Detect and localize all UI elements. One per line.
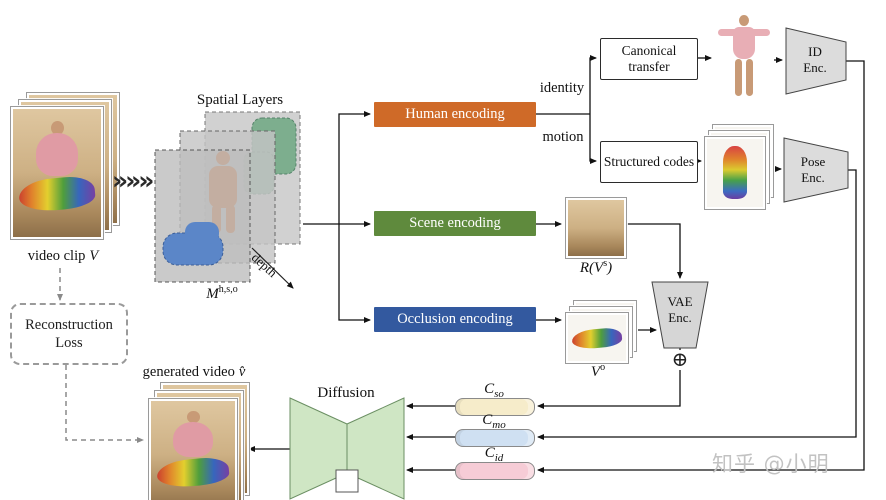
cid-code-bar [455, 462, 535, 480]
human-encoding-bar: Human encoding [374, 102, 536, 127]
dashed-loss-to-generated [65, 365, 144, 443]
canonical-leg [745, 58, 753, 96]
id-encoder-label: ID Enc. [803, 44, 827, 76]
arrow-idenc-to-cid [537, 60, 865, 473]
video-clip-text: video clip [27, 248, 86, 264]
pose-encoder-shape [783, 137, 849, 203]
pose-encoder-label: Pose Enc. [800, 154, 826, 186]
pose-map-figure [722, 145, 748, 199]
occlusion-encoding-label: Occlusion encoding [397, 311, 513, 327]
arrow-to-occlusion-encoding [338, 224, 371, 323]
identity-label: identity [539, 80, 585, 96]
arrow-to-human-encoding [338, 111, 371, 224]
generated-video-symbol: v̂ [238, 364, 246, 380]
pose-frame-front [704, 136, 766, 210]
vae-encoder-shape [651, 281, 709, 349]
canonical-head [738, 14, 750, 27]
spatial-layers-title: Spatial Layers [196, 92, 284, 108]
scene-render-label: R(Vs) [579, 258, 613, 277]
reconstruction-loss-label: Reconstruction Loss [25, 316, 113, 351]
arrow-poseenc-to-cmo [537, 169, 857, 440]
depth-arrow [251, 247, 294, 289]
occlusion-fabric [571, 326, 623, 351]
cso-label: Cso [484, 381, 504, 400]
spatial-layers-graphic [154, 111, 301, 289]
structured-codes-box: Structured codes [600, 141, 698, 183]
vae-encoder-label: VAE Enc. [667, 294, 693, 326]
arrow-motion-branch [589, 114, 597, 164]
canonical-human-image [716, 14, 772, 100]
cmo-label: Cmo [482, 412, 506, 431]
scene-encoding-bar: Scene encoding [374, 211, 536, 236]
cso-code-bar [455, 398, 535, 416]
structured-codes-label: Structured codes [603, 153, 695, 169]
occlusion-stack-label: Vo [590, 362, 606, 381]
human-encoding-label: Human encoding [405, 106, 505, 122]
occlusion-encoding-bar: Occlusion encoding [374, 307, 536, 332]
arrow-render-to-vae [627, 223, 683, 279]
video-clip-symbol: V [89, 248, 99, 264]
reconstruction-loss-box: Reconstruction Loss [10, 303, 128, 365]
scene-encoding-label: Scene encoding [409, 215, 501, 231]
occlusion-frame-front [565, 312, 629, 364]
generated-frame-front [148, 398, 238, 500]
canonical-torso [733, 26, 755, 59]
canonical-transfer-label: Canonical transfer [621, 42, 677, 74]
cmo-code-bar [455, 429, 535, 447]
occlusion-segment-blob-2 [185, 222, 219, 244]
scene-render-image [565, 197, 627, 259]
matrix-label: Mh,s,o [182, 284, 262, 303]
motion-label: motion [542, 129, 584, 145]
video-frame-front [10, 106, 104, 240]
id-encoder-shape [785, 27, 847, 95]
diffusion-latent-block [335, 469, 359, 493]
chevrons-icon: »»» [112, 166, 154, 195]
arrow-identity-branch [589, 55, 597, 114]
cid-label: Cid [484, 445, 504, 464]
watermark: 知乎 @小明 [712, 452, 830, 476]
canonical-leg [735, 58, 743, 96]
canonical-transfer-box: Canonical transfer [600, 38, 698, 80]
matrix-symbol: M [206, 286, 219, 302]
diffusion-label: Diffusion [317, 385, 375, 401]
arrow-plus-to-cso [537, 370, 681, 409]
matrix-superscript: h,s,o [218, 284, 238, 295]
plus-combine-icon: ⊕ [670, 349, 690, 371]
